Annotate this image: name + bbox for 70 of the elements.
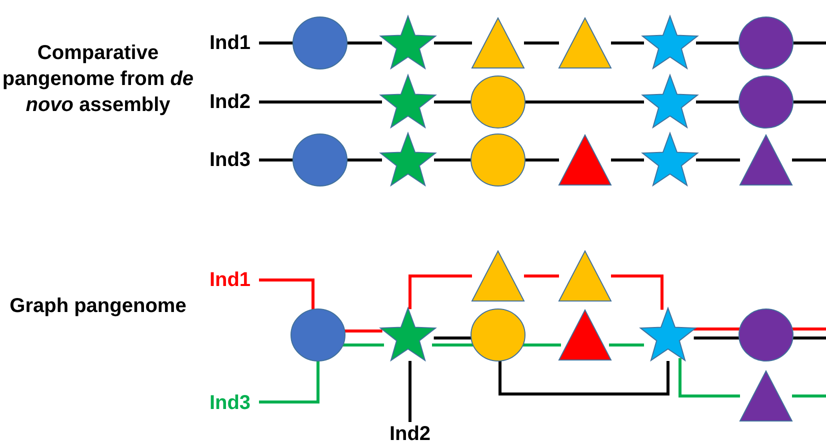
path-line — [346, 158, 382, 162]
path-line — [259, 361, 320, 404]
star-symbol — [643, 16, 697, 70]
circle-symbol — [471, 133, 525, 187]
path-line — [694, 336, 740, 340]
path-line — [259, 278, 314, 310]
circle-symbol — [471, 75, 525, 129]
path-line — [434, 42, 472, 44]
path-line — [408, 274, 472, 310]
section-heading: Comparative pangenome from de novo assembly — [1, 41, 195, 118]
triangle-symbol — [471, 249, 525, 303]
path-line — [432, 344, 474, 346]
star-symbol — [641, 308, 695, 362]
circle-symbol — [739, 75, 793, 129]
circle-symbol — [291, 308, 345, 362]
triangle-symbol — [739, 369, 793, 423]
path-line — [609, 344, 644, 346]
path-line — [434, 336, 472, 340]
individual-label: Ind1 — [201, 31, 259, 55]
individual-label: Ind3 — [201, 148, 259, 172]
path-line — [696, 100, 740, 104]
path-line — [611, 158, 644, 162]
path-line — [678, 358, 740, 398]
path-line — [498, 360, 670, 396]
path-line — [696, 42, 740, 44]
path-line — [434, 100, 472, 104]
triangle-symbol — [471, 16, 525, 70]
path-line — [792, 100, 826, 104]
circle-symbol — [471, 308, 525, 362]
path-line — [524, 274, 559, 278]
individual-label: Ind1 — [201, 268, 259, 292]
circle-symbol — [739, 16, 793, 70]
path-line — [611, 42, 644, 44]
star-symbol — [643, 75, 697, 129]
star-symbol — [381, 133, 435, 187]
triangle-symbol — [558, 249, 612, 303]
path-line — [259, 100, 382, 104]
path-line — [259, 158, 294, 162]
path-line — [524, 42, 559, 44]
path-line — [342, 344, 384, 346]
path-line — [524, 100, 644, 104]
path-line — [792, 394, 826, 398]
triangle-symbol — [558, 16, 612, 70]
path-line — [696, 158, 740, 162]
star-symbol — [381, 16, 435, 70]
individual-label: Ind3 — [201, 391, 259, 415]
path-line — [346, 42, 382, 44]
individual-label: Ind2 — [381, 422, 439, 446]
circle-symbol — [739, 308, 793, 362]
path-line — [792, 336, 826, 340]
path-line — [791, 328, 826, 330]
triangle-symbol — [739, 133, 793, 187]
star-symbol — [381, 308, 435, 362]
section-heading: Graph pangenome — [8, 294, 188, 319]
circle-symbol — [293, 133, 347, 187]
path-line — [522, 344, 561, 346]
circle-symbol — [293, 16, 347, 70]
triangle-symbol — [558, 308, 612, 362]
triangle-symbol — [558, 133, 612, 187]
path-line — [434, 158, 472, 162]
path-line — [611, 274, 664, 310]
path-line — [344, 330, 382, 332]
star-symbol — [643, 133, 697, 187]
individual-label: Ind2 — [201, 90, 259, 114]
path-line — [792, 158, 826, 162]
path-line — [259, 42, 294, 44]
path-line — [524, 158, 559, 162]
path-line — [792, 42, 826, 44]
path-line — [693, 328, 741, 330]
star-symbol — [381, 75, 435, 129]
